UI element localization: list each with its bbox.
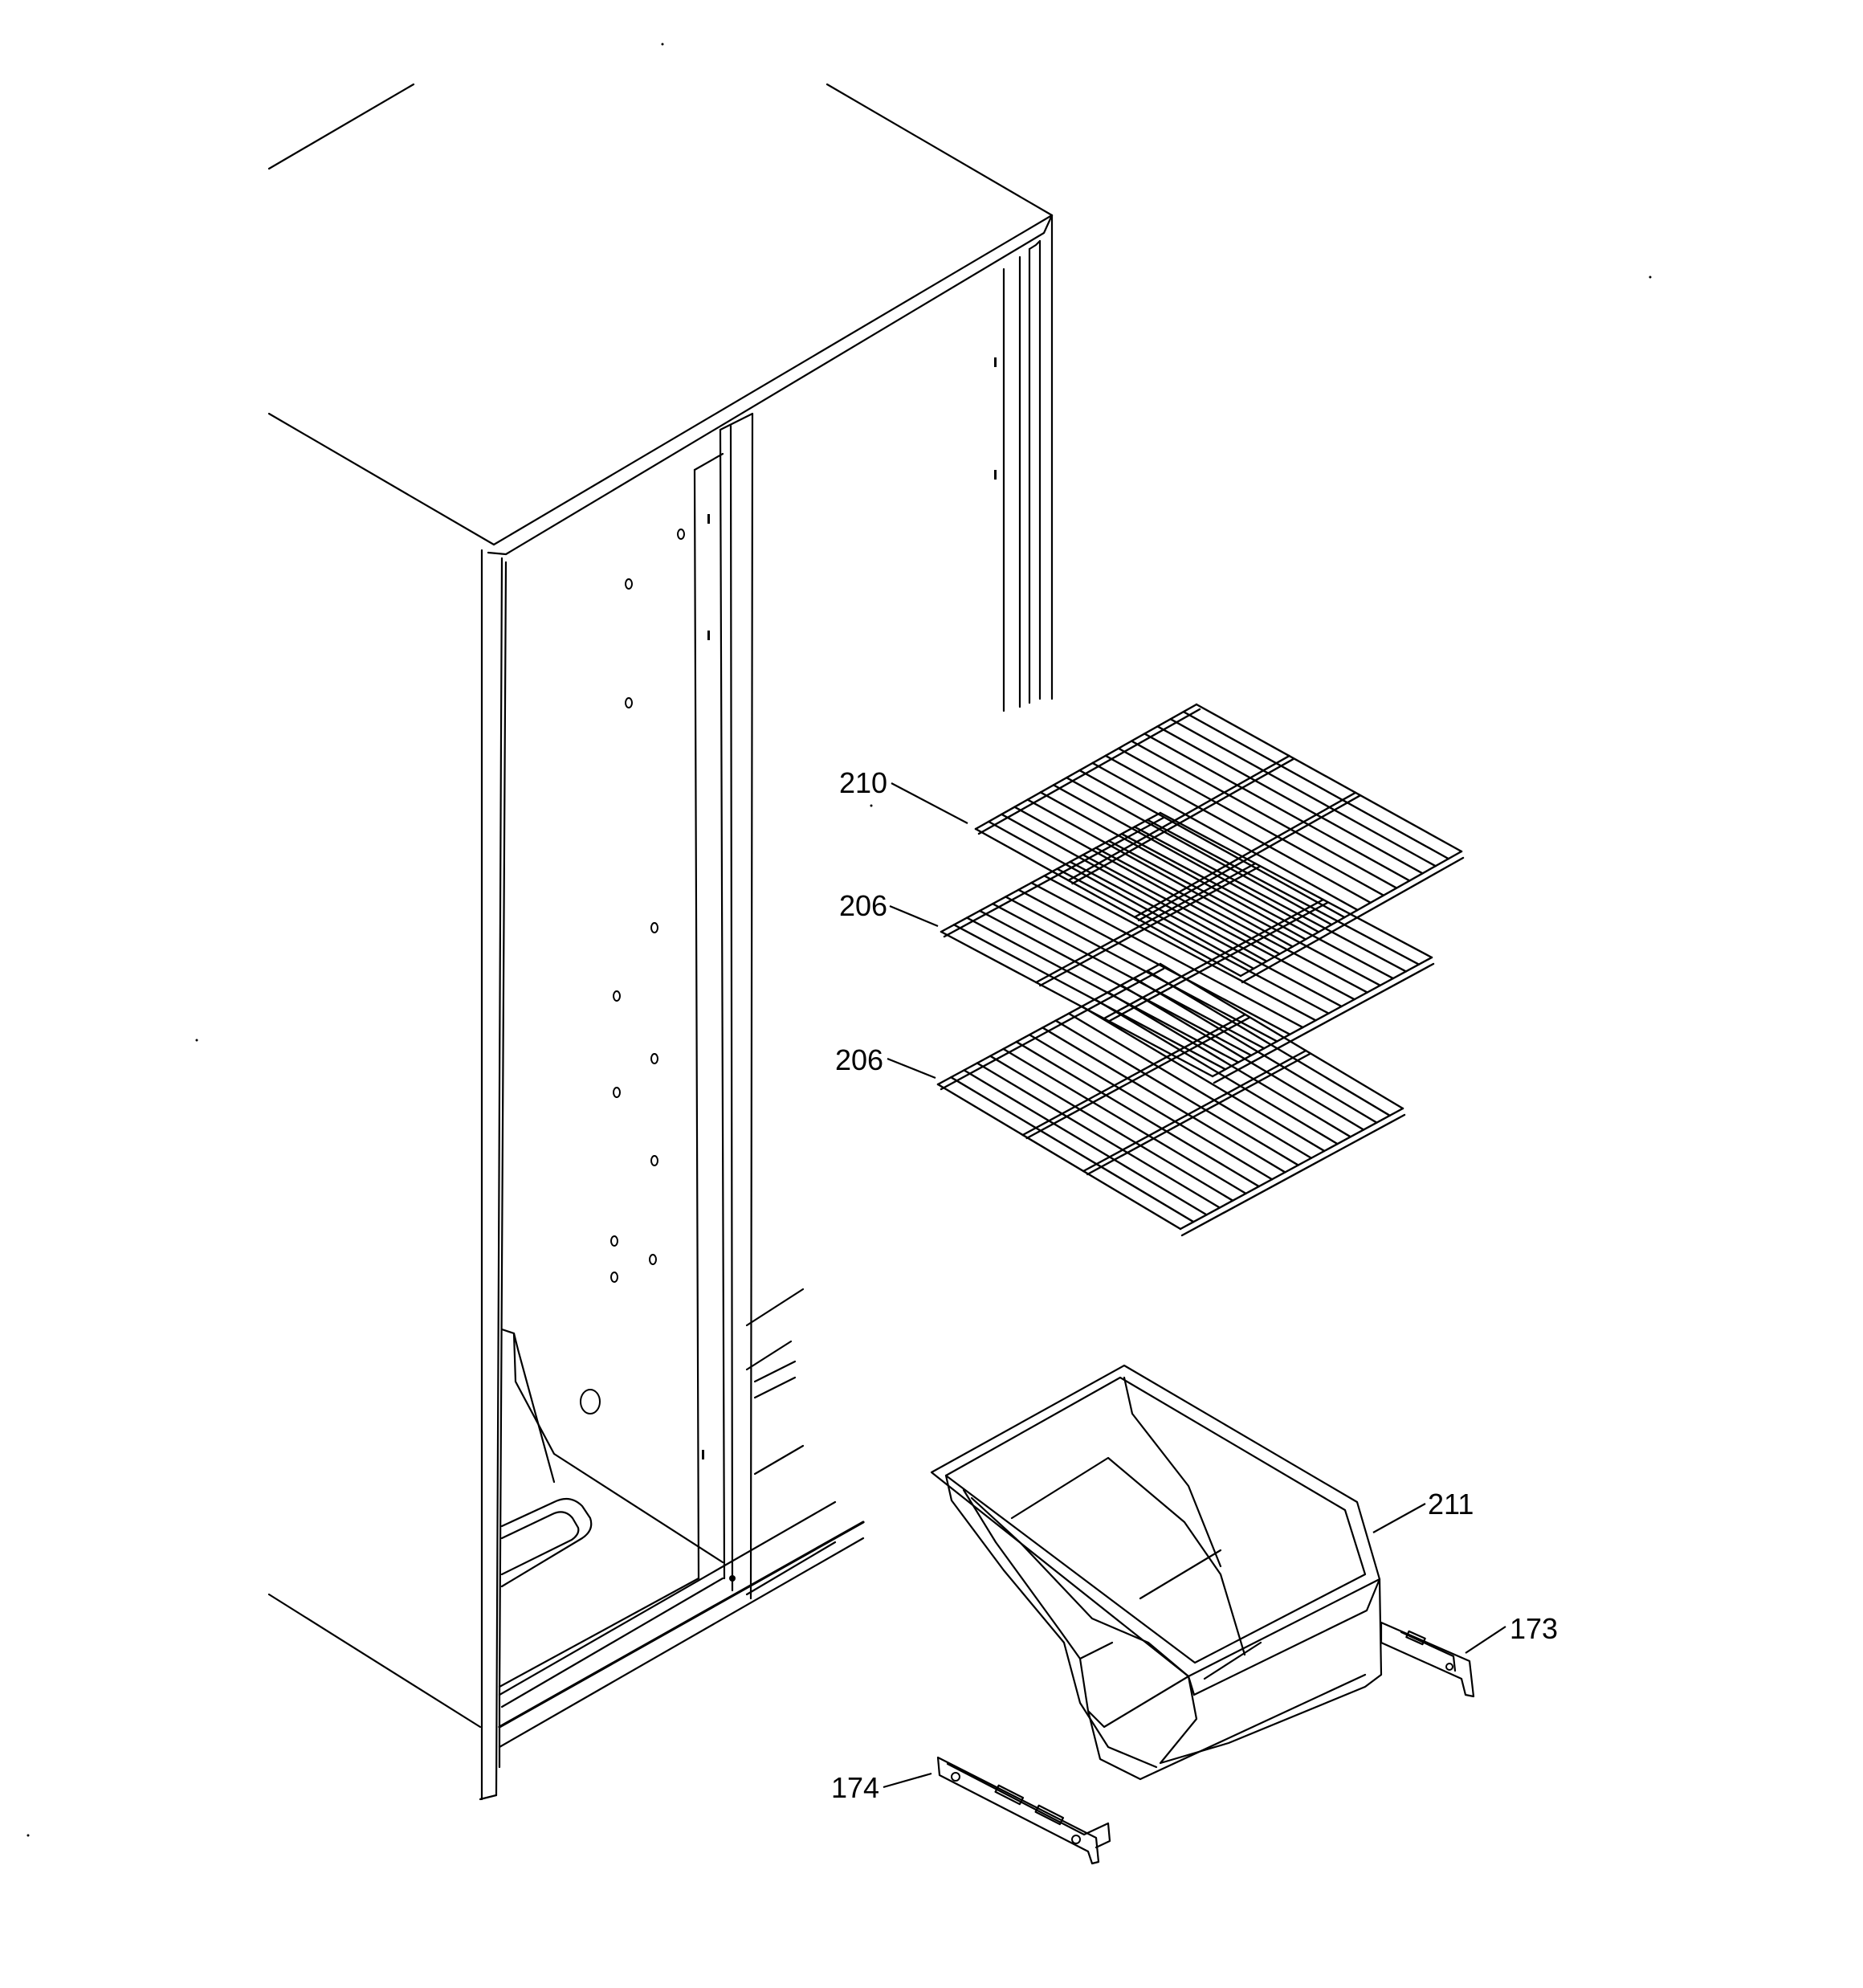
callout-label-206-middle: 206: [839, 889, 887, 922]
refrigerator-cabinet: [267, 83, 1054, 1801]
callouts: 210 206 206 211 173 174: [831, 766, 1558, 1804]
leader-line-206-bottom: [887, 1057, 936, 1080]
callout-label-174: 174: [831, 1771, 879, 1804]
wire-shelf-206-bottom: [936, 962, 1406, 1237]
leader-line-211: [1372, 1503, 1426, 1533]
leader-line-206-middle: [889, 904, 939, 928]
wire-shelf-206-middle: [940, 811, 1435, 1084]
callout-label-211: 211: [1428, 1488, 1474, 1521]
callout-label-206-bottom: 206: [835, 1043, 883, 1076]
bucket-rail-174: [936, 1756, 1111, 1865]
bucket-rail-173: [1380, 1621, 1475, 1698]
leader-line-174: [883, 1772, 932, 1789]
ice-bucket: [930, 1364, 1383, 1781]
wire-shelves: [936, 703, 1465, 1237]
leader-line-210: [891, 782, 968, 824]
callout-label-210: 210: [839, 766, 887, 799]
leader-line-173: [1465, 1626, 1506, 1654]
callout-label-173: 173: [1510, 1612, 1558, 1645]
